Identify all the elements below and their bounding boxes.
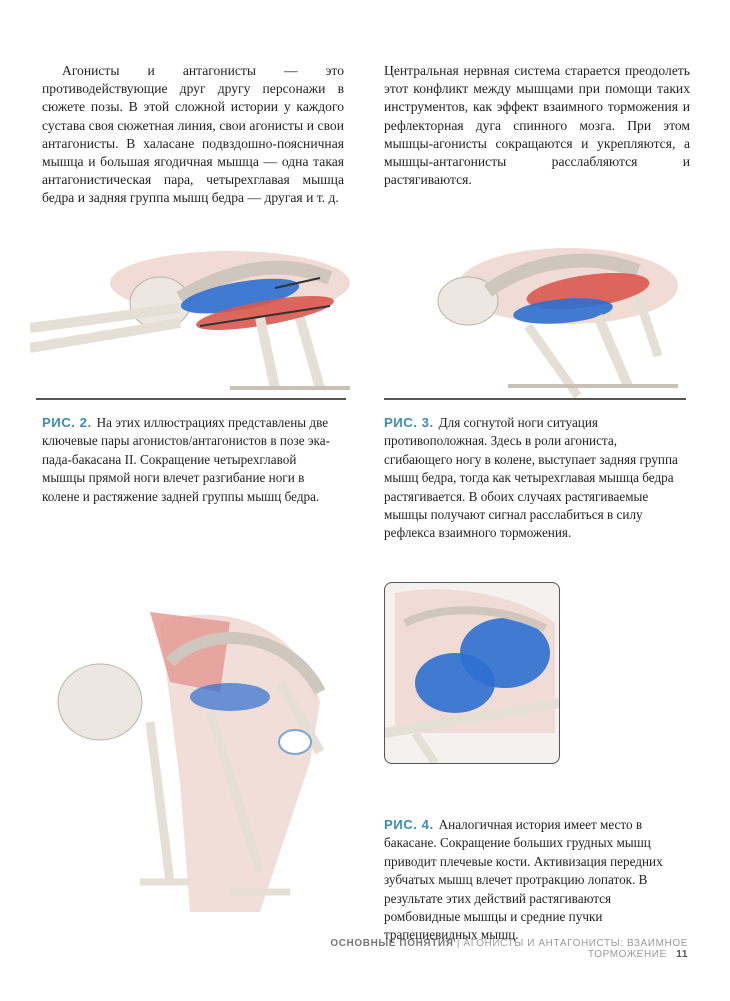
figure-4-label: РИС. 4. — [384, 817, 434, 832]
figure-3-label: РИС. 3. — [384, 415, 434, 430]
footer-separator: | — [456, 938, 461, 949]
footer-section: ОСНОВНЫЕ ПОНЯТИЯ — [330, 938, 454, 949]
footer-chapter: АГОНИСТЫ И АНТАГОНИСТЫ: ВЗАИМНОЕ ТОРМОЖЕ… — [463, 938, 688, 960]
figure-4-illustration — [57, 612, 326, 912]
figure-4-caption: РИС. 4.Аналогичная история имеет место в… — [384, 816, 684, 945]
figure-2-illustration — [30, 251, 350, 390]
figure-2-caption-text: На этих иллюстрациях представлены две кл… — [42, 415, 330, 504]
intro-right-column: Центральная нервная система старается пр… — [384, 62, 690, 189]
figure-3-caption: РИС. 3.Для согнутой ноги ситуация против… — [384, 414, 684, 543]
figure-3-rule — [384, 398, 686, 400]
figure-2-label: РИС. 2. — [42, 415, 92, 430]
figure-2-caption: РИС. 2.На этих иллюстрациях представлены… — [42, 414, 342, 506]
intro-right-paragraph: Центральная нервная система старается пр… — [384, 63, 690, 188]
page-number: 11 — [676, 949, 688, 960]
figure-4-caption-text: Аналогичная история имеет место в бакаса… — [384, 817, 663, 943]
intro-left-paragraph: Агонисты и антагонисты — это противодейс… — [42, 63, 344, 206]
figure-3-illustration — [437, 248, 678, 398]
figure-2-rule — [36, 398, 346, 400]
intro-left-column: Агонисты и антагонисты — это противодейс… — [42, 62, 344, 208]
figure-3-caption-text: Для согнутой ноги ситуация противоположн… — [384, 415, 678, 541]
figure-4-inset-illustration — [384, 582, 560, 764]
page-footer: ОСНОВНЫЕ ПОНЯТИЯ | АГОНИСТЫ И АНТАГОНИСТ… — [288, 938, 688, 960]
